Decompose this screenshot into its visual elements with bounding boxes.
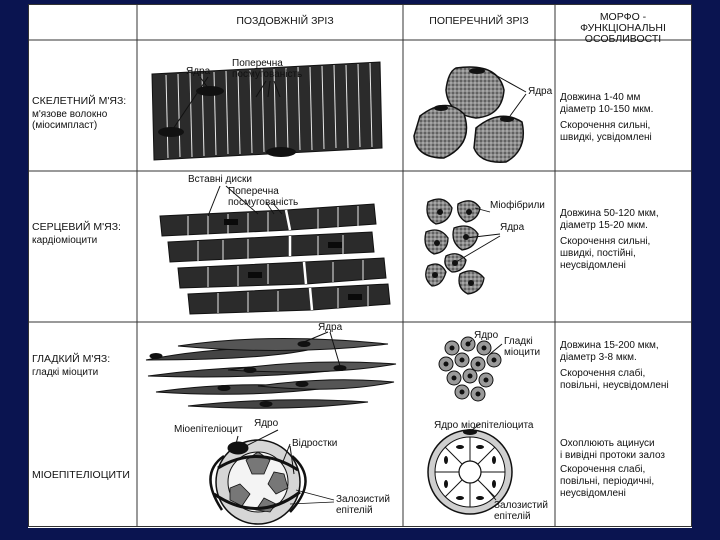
comparison-table: ПОЗДОВЖНІЙ ЗРІЗ ПОПЕРЕЧНИЙ ЗРІЗ МОРФО - …	[28, 4, 692, 528]
skeletal-label-nuclei: Ядра	[186, 66, 210, 77]
skeletal-dims: Довжина 1-40 мм діаметр 10-150 мкм.	[560, 92, 653, 116]
smooth-subtitle: гладкі міоцити	[32, 367, 98, 378]
cardiac-contraction: Скорочення сильні, швидкі, постійні, неу…	[560, 236, 650, 272]
myoepithelial-contraction: Скорочення слабі, повільні, періодичні, …	[560, 464, 654, 500]
cardiac-subtitle: кардіоміоцити	[32, 235, 97, 246]
header-transverse: ПОПЕРЕЧНИЙ ЗРІЗ	[414, 16, 544, 27]
cardiac-label-nuclei-cross: Ядра	[500, 222, 524, 233]
cardiac-label-striation: Поперечна посмугованість	[228, 186, 298, 208]
cardiac-title: СЕРЦЕВИЙ М'ЯЗ:	[32, 222, 121, 233]
smooth-label-nucleus-cross: Ядро	[474, 330, 498, 341]
myoepithelial-label-cell: Міоепітеліоцит	[174, 424, 243, 435]
smooth-dims: Довжина 15-200 мкм, діаметр 3-8 мкм.	[560, 340, 659, 364]
smooth-title: ГЛАДКИЙ М'ЯЗ:	[32, 354, 110, 365]
smooth-label-cells-cross: Гладкі міоцити	[504, 336, 540, 358]
myoepithelial-title: МІОЕПІТЕЛІОЦИТИ	[32, 470, 130, 481]
cardiac-label-myofibrils: Міофібрили	[490, 200, 545, 211]
skeletal-label-striation: Поперечна посмугованість	[232, 58, 302, 80]
skeletal-label-nuclei-cross: Ядра	[528, 86, 552, 97]
skeletal-subtitle: м'язове волокно (міосимпласт)	[32, 109, 107, 131]
cardiac-cross-section	[425, 199, 500, 294]
skeletal-cross-section	[414, 67, 526, 162]
smooth-contraction: Скорочення слабі, повільні, неусвідомлен…	[560, 368, 669, 392]
smooth-muscle-drawing	[146, 332, 396, 408]
myoepithelial-covers: Охоплюють ацинуси і вивідні протоки зало…	[560, 438, 665, 462]
header-longitudinal: ПОЗДОВЖНІЙ ЗРІЗ	[210, 16, 360, 27]
myoepithelial-label-epithelium-cross: Залозистий епітелій	[494, 500, 548, 522]
myoepithelial-label-epithelium: Залозистий епітелій	[336, 494, 390, 516]
myoepithelial-label-nucleus: Ядро	[254, 418, 278, 429]
header-features: МОРФО - ФУНКЦІОНАЛЬНІ ОСОБЛИВОСТІ	[556, 12, 690, 45]
myoepithelial-label-processes: Відростки	[292, 438, 337, 449]
cardiac-label-discs: Вставні диски	[188, 174, 252, 185]
myoepithelial-label-cross: Ядро міоепітеліоцита	[434, 420, 533, 431]
smooth-cross-section	[439, 337, 502, 401]
cardiac-dims: Довжина 50-120 мкм, діаметр 15-20 мкм.	[560, 208, 659, 232]
smooth-label-nuclei: Ядра	[318, 322, 342, 333]
skeletal-title: СКЕЛЕТНИЙ М'ЯЗ:	[32, 96, 126, 107]
skeletal-contraction: Скорочення сильні, швидкі, усвідомлені	[560, 120, 652, 144]
